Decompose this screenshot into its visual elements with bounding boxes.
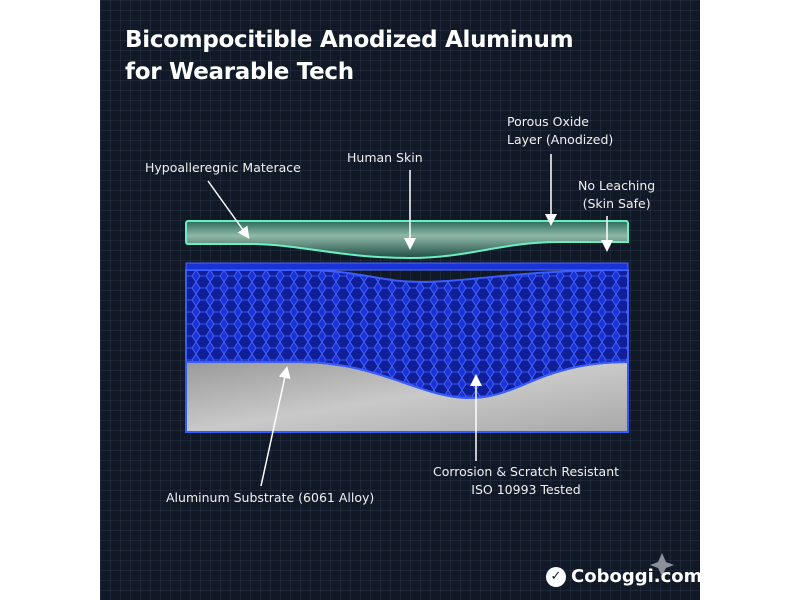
brand-logo: ✓ Coboggi.com [546,566,702,587]
page-title: Bicompocitible Anodized Aluminum for Wea… [125,24,574,88]
brand-name: Coboggi.com [571,566,703,587]
label-no-leaching-line1: No Leaching [578,178,656,193]
title-line-2: for Wearable Tech [125,59,354,85]
arrow-substrate [260,366,291,487]
label-substrate: Aluminum Substrate (6061 Alloy) [166,490,375,505]
label-no-leaching: No Leaching (Skin Safe) [578,177,655,213]
label-porous-oxide-line1: Porous Oxide [507,114,589,129]
label-porous-oxide: Porous Oxide Layer (Anodized) [507,113,613,149]
label-hypoallergenic: Hypoalleregnic Materace [145,160,301,175]
brand-logo-icon: ✓ [546,566,566,587]
label-corrosion-line2: ISO 10993 Tested [471,482,581,497]
label-no-leaching-line2: (Skin Safe) [582,196,651,211]
barrier-layer [185,262,629,271]
porous-oxide-layer [185,268,629,400]
human-skin-layer [185,220,629,260]
label-human-skin: Human Skin [347,150,423,165]
label-corrosion-line1: Corrosion & Scratch Resistant [432,464,620,479]
label-porous-oxide-line2: Layer (Anodized) [507,132,614,147]
arrow-hypoallergenic [207,180,250,239]
sparkle-icon [650,553,674,576]
title-line-1: Bicompocitible Anodized Aluminum [125,27,574,53]
label-corrosion: Corrosion & Scratch Resistant ISO 10993 … [402,463,650,499]
